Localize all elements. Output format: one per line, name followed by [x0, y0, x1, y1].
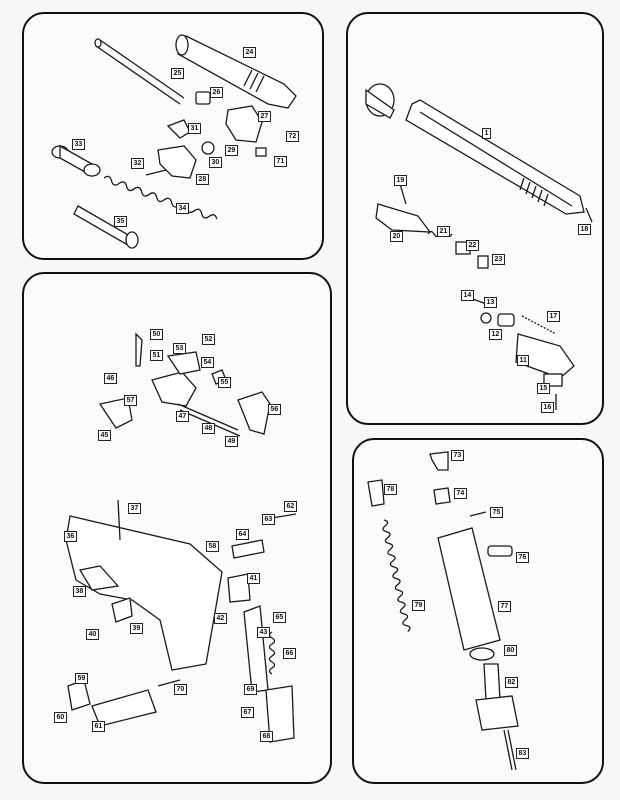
part-label-27: 27 [258, 111, 271, 122]
part-label-69: 69 [244, 684, 257, 695]
spring-guide [73, 205, 139, 249]
part-label-49: 49 [225, 436, 238, 447]
part-label-75: 75 [490, 507, 503, 518]
part-label-65: 65 [273, 612, 286, 623]
part-label-78: 78 [384, 484, 397, 495]
part-label-47: 47 [176, 411, 189, 422]
part-label-51: 51 [150, 350, 163, 361]
part-label-52: 52 [202, 334, 215, 345]
part-label-73: 73 [451, 450, 464, 461]
part-label-11: 11 [517, 355, 530, 366]
part-label-72: 72 [286, 131, 299, 142]
part-label-38: 38 [73, 586, 86, 597]
part-label-55: 55 [218, 377, 231, 388]
part-label-19: 19 [394, 175, 407, 186]
part-label-68: 68 [260, 731, 273, 742]
part-label-46: 46 [104, 373, 117, 384]
small-block [255, 147, 267, 157]
part-label-77: 77 [498, 601, 511, 612]
part-label-70: 70 [174, 684, 187, 695]
part-label-12: 12 [489, 329, 502, 340]
part-label-76: 76 [516, 552, 529, 563]
part-label-80: 80 [504, 645, 517, 656]
part-label-14: 14 [461, 290, 474, 301]
part-label-62: 62 [284, 501, 297, 512]
part-label-71: 71 [274, 156, 287, 167]
part-label-50: 50 [150, 329, 163, 340]
part-label-20: 20 [390, 231, 403, 242]
part-label-37: 37 [128, 503, 141, 514]
part-label-67: 67 [241, 707, 254, 718]
part-label-64: 64 [236, 529, 249, 540]
part-label-53: 53 [173, 343, 186, 354]
part-label-59: 59 [75, 673, 88, 684]
part-label-18: 18 [578, 224, 591, 235]
part-label-63: 63 [262, 514, 275, 525]
part-label-21: 21 [437, 226, 450, 237]
part-label-24: 24 [243, 47, 256, 58]
recoil-spring [103, 175, 218, 220]
part-label-66: 66 [283, 648, 296, 659]
barrel [175, 34, 297, 109]
part-label-31: 31 [188, 123, 201, 134]
part-label-83: 83 [516, 748, 529, 759]
part-label-16: 16 [541, 402, 554, 413]
part-label-30: 30 [209, 157, 222, 168]
part-label-41: 41 [247, 573, 260, 584]
part-label-43: 43 [257, 627, 270, 638]
part-label-45: 45 [98, 430, 111, 441]
rear-sight-housing [469, 207, 593, 410]
link-pin [166, 119, 191, 139]
frame [65, 499, 297, 743]
part-label-28: 28 [196, 174, 209, 185]
part-label-35: 35 [114, 216, 127, 227]
part-label-82: 82 [505, 677, 518, 688]
magazine-assembly [367, 451, 519, 771]
slide [365, 83, 585, 215]
part-label-22: 22 [466, 240, 479, 251]
slide-stop [157, 145, 197, 179]
part-label-17: 17 [547, 311, 560, 322]
part-label-39: 39 [130, 623, 143, 634]
part-label-29: 29 [225, 145, 238, 156]
part-label-25: 25 [171, 68, 184, 79]
part-label-40: 40 [86, 629, 99, 640]
part-label-32: 32 [131, 158, 144, 169]
part-label-36: 36 [64, 531, 77, 542]
breech-block [375, 183, 489, 269]
part-label-48: 48 [202, 423, 215, 434]
part-label-74: 74 [454, 488, 467, 499]
part-label-57: 57 [124, 395, 137, 406]
part-label-61: 61 [92, 721, 105, 732]
part-label-56: 56 [268, 404, 281, 415]
screw [145, 169, 167, 176]
part-label-60: 60 [54, 712, 67, 723]
part-label-1: 1 [482, 128, 491, 139]
part-label-58: 58 [206, 541, 219, 552]
part-label-42: 42 [214, 613, 227, 624]
part-label-26: 26 [210, 87, 223, 98]
plug-assembly [51, 144, 101, 178]
bushing-ring [201, 141, 215, 155]
part-label-54: 54 [201, 357, 214, 368]
recoil-guide-rod [94, 38, 185, 105]
part-label-23: 23 [492, 254, 505, 265]
barrel-group-panel [22, 12, 324, 260]
barrel-bushing [195, 91, 211, 105]
barrel-link-block [225, 105, 263, 143]
part-label-33: 33 [72, 139, 85, 150]
part-label-34: 34 [176, 203, 189, 214]
part-label-15: 15 [537, 383, 550, 394]
part-label-13: 13 [484, 297, 497, 308]
part-label-79: 79 [412, 600, 425, 611]
